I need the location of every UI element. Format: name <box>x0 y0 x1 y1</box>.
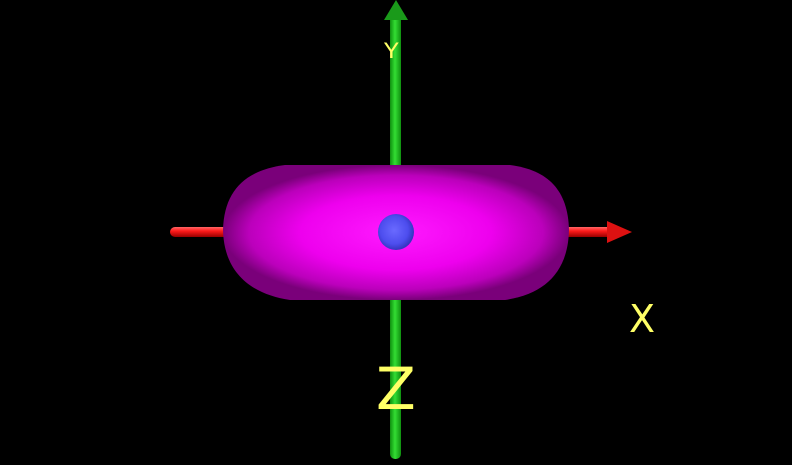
z-axis-label: Z <box>376 355 416 423</box>
y-axis-arrowhead <box>384 0 408 20</box>
y-axis-label: Y <box>384 40 399 58</box>
x-axis-label: X <box>629 297 656 341</box>
center-sphere <box>378 214 414 250</box>
x-axis-arrowhead <box>607 221 632 243</box>
